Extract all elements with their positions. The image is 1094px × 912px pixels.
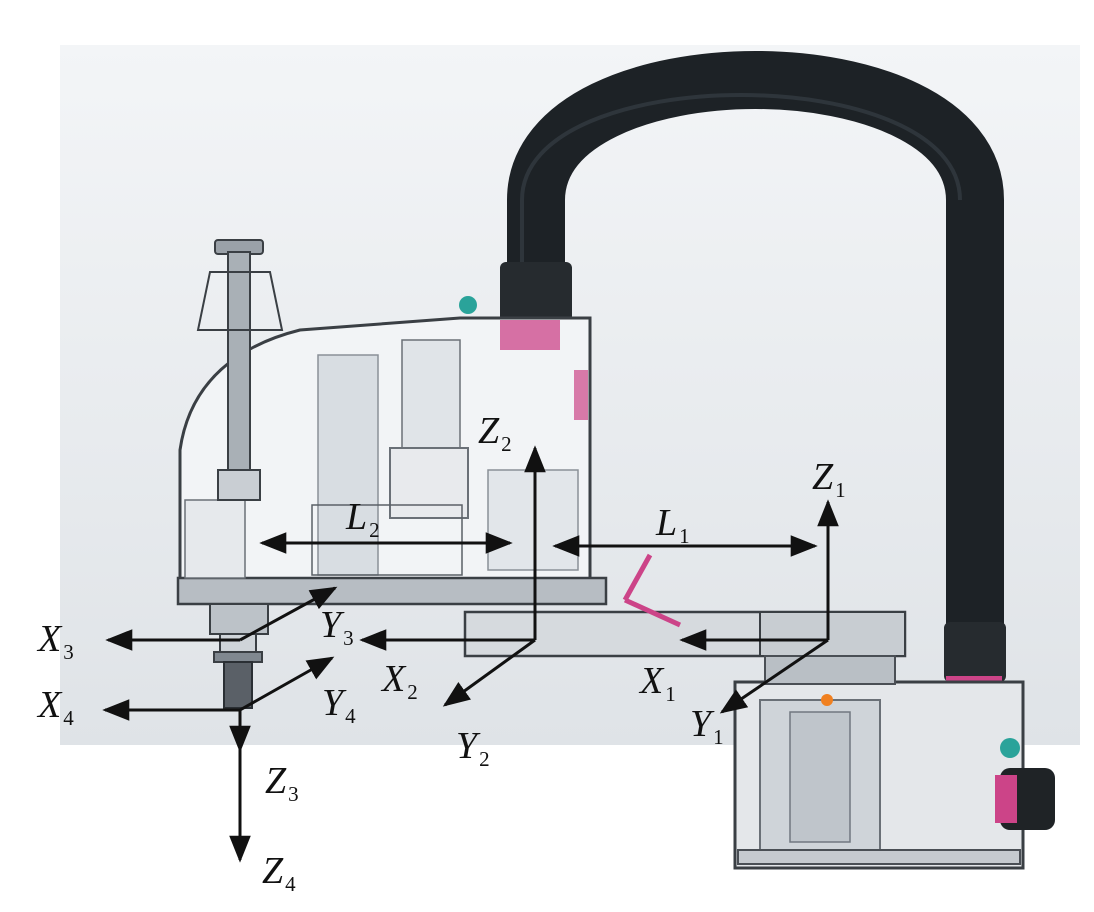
end-effector [209,603,269,709]
ball-screw-spline [196,239,284,501]
base-housing [733,680,1055,870]
forearm-housing [176,296,682,628]
frame-3 [105,586,338,651]
frame-1 [679,499,839,714]
frame-4 [102,656,335,863]
frame-2 [359,445,546,707]
